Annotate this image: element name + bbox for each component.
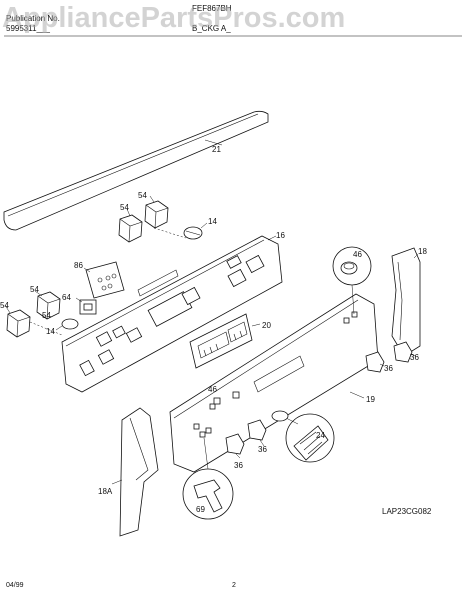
callout-54-b: 54 (120, 203, 129, 212)
footer-page-number: 2 (232, 582, 236, 589)
knob-part-24-small (271, 410, 289, 422)
leader-19 (349, 391, 365, 399)
top-trim-strip (3, 110, 269, 231)
leader-36b (379, 363, 385, 367)
clip-46-lower (213, 397, 221, 405)
leader-18A (111, 479, 123, 485)
footer-date: 04/99 (6, 582, 24, 589)
leader-64 (75, 297, 83, 303)
leader-21 (204, 139, 223, 146)
callout-69: 69 (196, 505, 205, 514)
leader-18 (413, 253, 419, 259)
callout-16: 16 (276, 231, 285, 240)
knob-insert-14-upper (183, 226, 203, 240)
callout-24: 24 (316, 431, 325, 440)
callout-21: 21 (212, 145, 221, 154)
leader-14b (55, 325, 63, 331)
switch-64 (79, 299, 97, 315)
leader-54d (4, 304, 11, 314)
callout-14-b: 14 (46, 327, 55, 336)
knob-36-lower-left (225, 433, 245, 455)
dash-line-a (153, 227, 187, 239)
leader-69 (203, 437, 209, 470)
callout-19: 19 (366, 395, 375, 404)
leader-86 (83, 267, 91, 273)
clip-46-detail (332, 246, 372, 286)
leader-36d (235, 453, 241, 459)
leader-54c (34, 290, 43, 297)
end-cap-right-18 (391, 247, 421, 357)
leader-54a (149, 195, 155, 203)
callout-36-c: 36 (258, 445, 267, 454)
callout-36-a: 36 (410, 353, 419, 362)
callout-54-a: 54 (138, 191, 147, 200)
callout-54-d: 54 (0, 301, 9, 310)
knob-insert-14-lower (61, 318, 79, 330)
clock-display-20 (189, 313, 253, 369)
end-cap-left-18A (119, 407, 159, 537)
part-24-detail (285, 413, 335, 463)
dash-line-b (29, 321, 63, 336)
drawing-code: LAP23CG082 (382, 507, 432, 516)
leader-46a (351, 284, 355, 315)
leader-20 (251, 323, 261, 327)
leader-16 (267, 235, 277, 241)
callout-64: 64 (62, 293, 71, 302)
knob-54-mid (36, 291, 61, 320)
control-panel-back (61, 235, 283, 393)
knob-54-upper-left (118, 214, 143, 243)
bracket-69-detail (182, 468, 234, 520)
leader-36c (259, 439, 265, 447)
callout-18: 18 (418, 247, 427, 256)
leader-54b (126, 208, 131, 217)
callout-54-c: 54 (30, 285, 39, 294)
label-plate-86 (85, 261, 125, 299)
knob-36-right-upper (393, 341, 413, 363)
leader-36a (409, 353, 417, 357)
callout-54-e: 54 (42, 311, 51, 320)
callout-20: 20 (262, 321, 271, 330)
callout-86: 86 (74, 261, 83, 270)
watermark: AppliancePartsPros.com (2, 2, 346, 34)
callout-18A: 18A (98, 487, 113, 496)
model-number: FEF867BH (192, 4, 232, 13)
callout-14-a: 14 (208, 217, 217, 226)
callout-46-b: 46 (208, 385, 217, 394)
callout-36-d: 36 (234, 461, 243, 470)
knob-36-right-lower (365, 351, 385, 373)
leader-14a (200, 222, 208, 229)
publication-number: 5995311___ (6, 24, 50, 33)
knob-36-lower-right (247, 419, 267, 441)
publication-label: Publication No. (6, 14, 60, 23)
callout-36-b: 36 (384, 364, 393, 373)
knob-54-upper-right (144, 200, 169, 229)
section-title: B_CKG A_ (192, 24, 231, 33)
knob-54-left (6, 309, 31, 338)
callout-46-a: 46 (353, 250, 362, 259)
